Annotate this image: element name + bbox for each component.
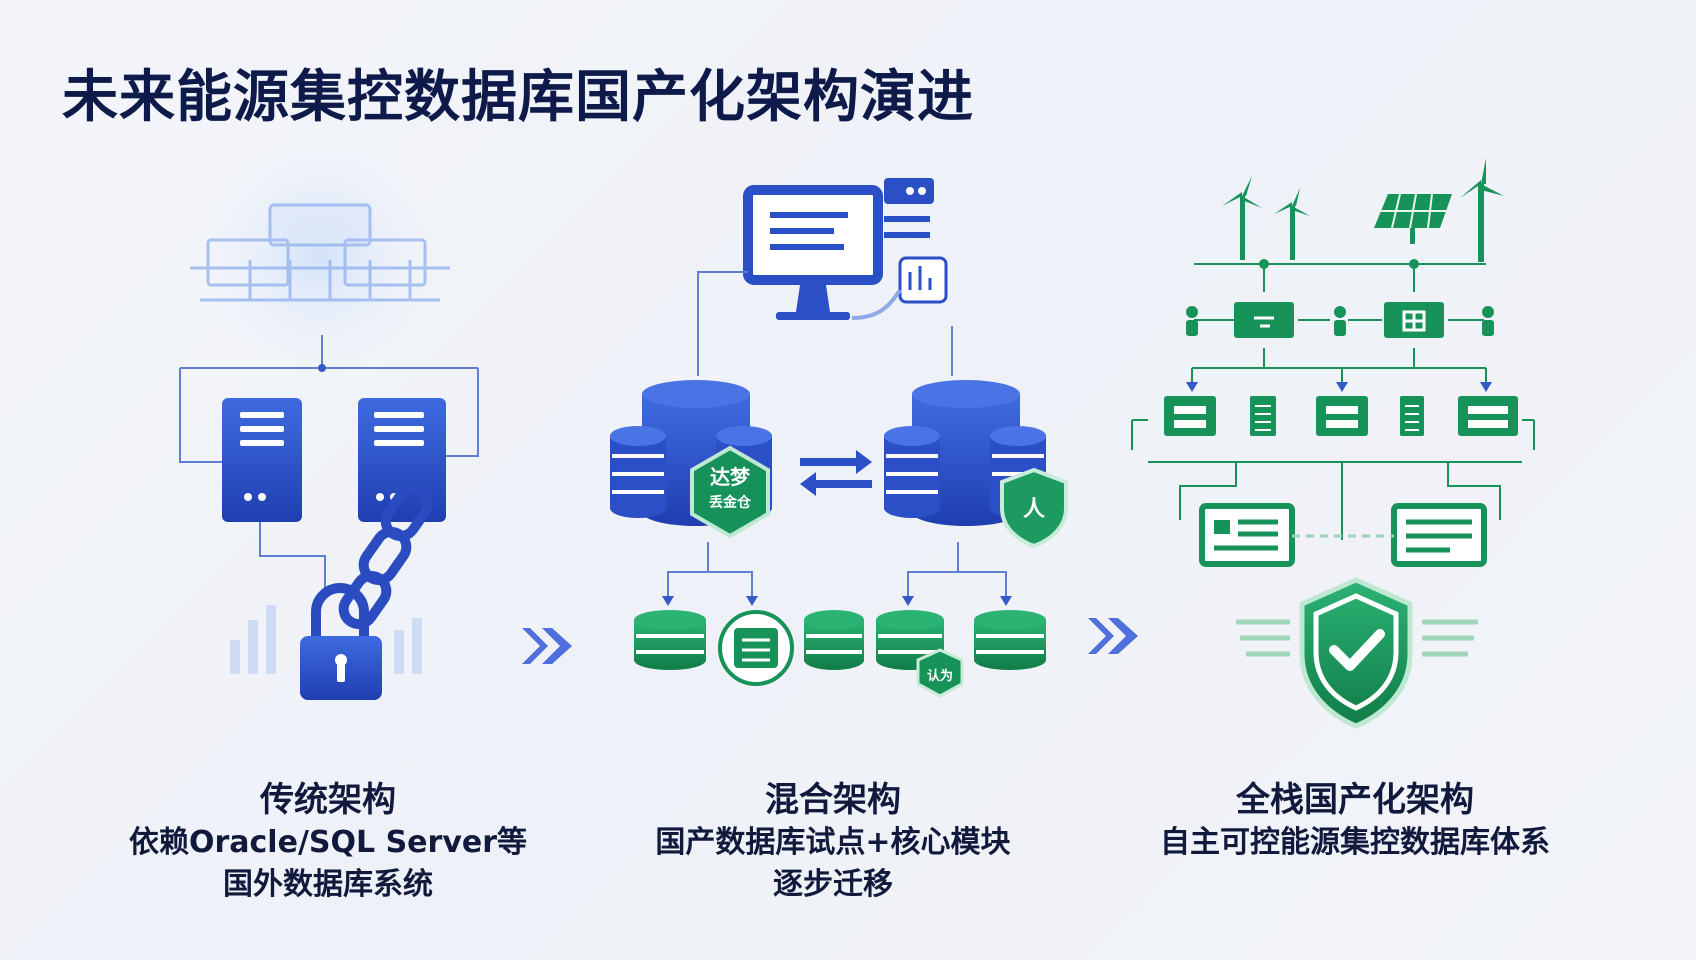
server-icon (222, 398, 302, 522)
stage-description-line: 国产数据库试点+核心模块 (655, 825, 1011, 860)
padlock-icon (300, 583, 382, 700)
security-shield-icon (1299, 577, 1413, 729)
faded-chart-icon (230, 605, 422, 674)
dameng-badge-icon: 达梦 丢金仓 (690, 445, 770, 539)
stage-description-line: 自主可控能源集控数据库体系 (1160, 825, 1550, 860)
control-node-icon (1234, 302, 1294, 338)
data-card-icon (1391, 503, 1487, 567)
module-icon (1250, 396, 1276, 436)
stage-description-line: 依赖Oracle/SQL Server等 (128, 825, 528, 860)
wind-turbine-icon (1274, 188, 1310, 260)
wind-turbine-icon (1460, 158, 1504, 262)
stage-description-line: 国外数据库系统 (223, 867, 433, 902)
speed-lines (1236, 619, 1478, 657)
stage-hybrid: 达梦 丢金仓 人 (610, 178, 1068, 698)
cloud-glow (200, 135, 440, 375)
badge-text-kingbase: 丢金仓 (709, 494, 752, 511)
stage-caption-hybrid: 混合架构 国产数据库试点+核心模块 逐步迁移 (553, 778, 1113, 906)
shield-icon: 人 (1000, 467, 1068, 549)
stage-traditional (179, 135, 479, 700)
shield-glyph: 人 (1023, 497, 1045, 522)
stage-heading: 传统架构 (260, 780, 396, 820)
solar-panel-icon (1374, 193, 1452, 244)
stage-caption-full-domestic: 全栈国产化架构 自主可控能源集控数据库体系 (1075, 778, 1635, 864)
wind-turbine-icon (1222, 176, 1262, 260)
small-chart-icon (851, 256, 948, 320)
user-icon (1334, 306, 1346, 336)
browser-window-icon (884, 178, 934, 238)
module-icon (1400, 396, 1424, 436)
green-database-icon (974, 610, 1046, 670)
stage-heading: 全栈国产化架构 (1236, 780, 1474, 820)
stage-description-line: 逐步迁移 (773, 867, 893, 902)
stage-heading: 混合架构 (765, 780, 901, 820)
stage-full-domestic (1131, 158, 1535, 729)
monitor-icon (743, 185, 883, 320)
faded-network-icon (190, 203, 450, 302)
module-icon (1164, 396, 1216, 436)
sync-arrows-icon (800, 450, 872, 496)
green-database-icon (634, 610, 706, 670)
small-badge-text: 认为 (927, 668, 953, 684)
circled-rack-icon (718, 610, 794, 686)
module-icon (1458, 396, 1518, 436)
page-title: 未来能源集控数据库国产化架构演进 (62, 65, 974, 130)
green-database-icon (804, 610, 864, 670)
arrow-icon (522, 628, 572, 664)
user-icon (1186, 306, 1198, 336)
green-database-row: 认为 (634, 610, 1046, 698)
stage-caption-traditional: 传统架构 依赖Oracle/SQL Server等 国外数据库系统 (48, 778, 608, 906)
arrow-icon (1088, 618, 1138, 654)
data-card-icon (1199, 503, 1295, 567)
control-node-icon (1384, 302, 1444, 338)
badge-text-dameng: 达梦 (710, 465, 751, 489)
module-icon (1316, 396, 1368, 436)
small-badge-icon: 认为 (916, 648, 964, 698)
user-icon (1482, 306, 1494, 336)
